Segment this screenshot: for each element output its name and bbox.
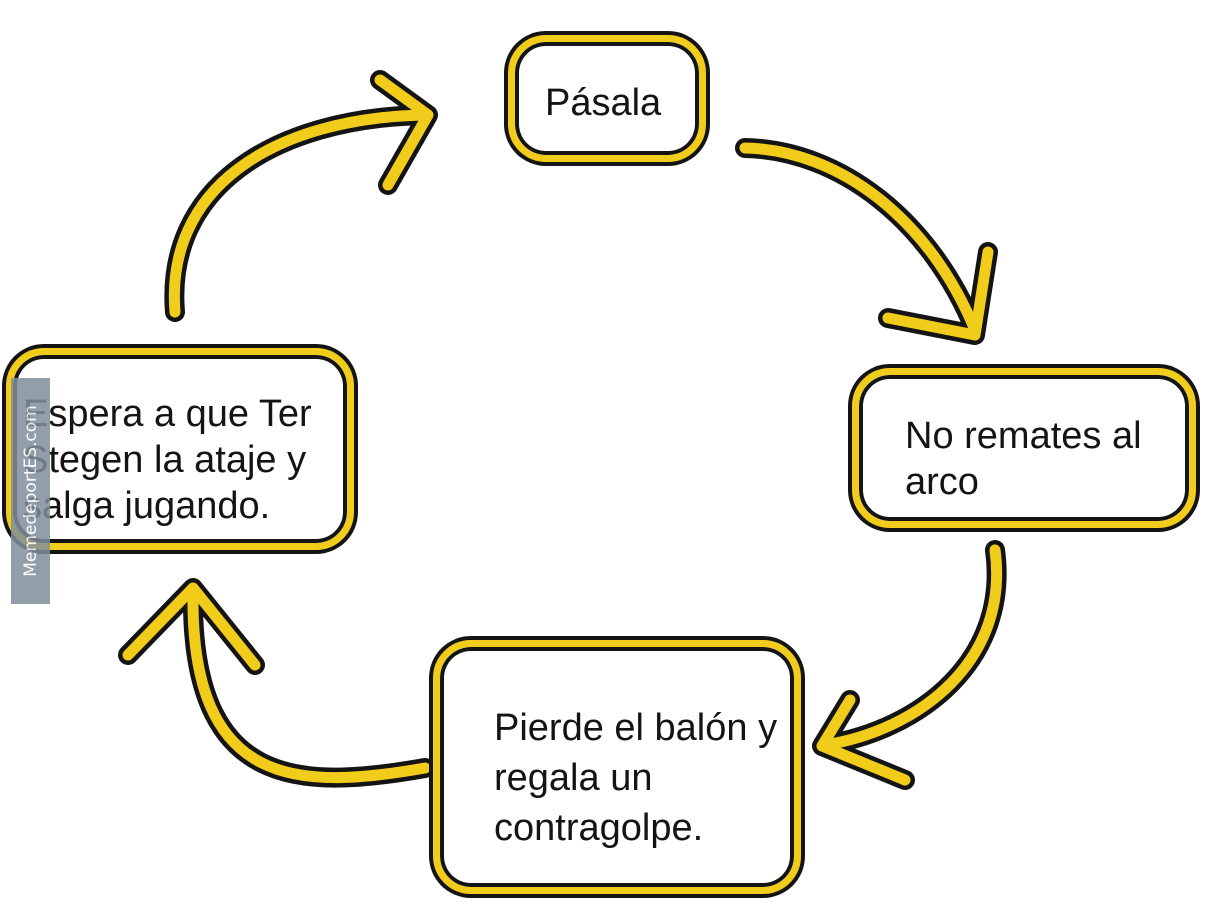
node-pierde-balon: Pierde el balón y regala un contragolpe. bbox=[433, 640, 801, 894]
arrow-pasala-to-remates bbox=[735, 138, 998, 345]
arrow-espera-to-pasala bbox=[164, 70, 438, 322]
node-pasala: Pásala bbox=[508, 35, 706, 162]
watermark: MemedeportES.com bbox=[11, 378, 50, 604]
node-espera-ter-stegen: Espera a que Ter Stegen la ataje y salga… bbox=[6, 348, 354, 550]
node-no-remates-label: No remates al arco bbox=[905, 415, 1142, 503]
arrow-remates-to-pierde bbox=[812, 540, 1007, 790]
node-pasala-label: Pásala bbox=[545, 82, 662, 124]
node-pierde-balon-label: Pierde el balón y regala un contragolpe. bbox=[494, 707, 778, 849]
arrow-pierde-to-espera bbox=[118, 578, 435, 788]
node-espera-label: Espera a que Ter Stegen la ataje y salga… bbox=[23, 393, 312, 527]
watermark-text: MemedeportES.com bbox=[20, 405, 41, 577]
node-no-remates: No remates al arco bbox=[852, 368, 1196, 528]
